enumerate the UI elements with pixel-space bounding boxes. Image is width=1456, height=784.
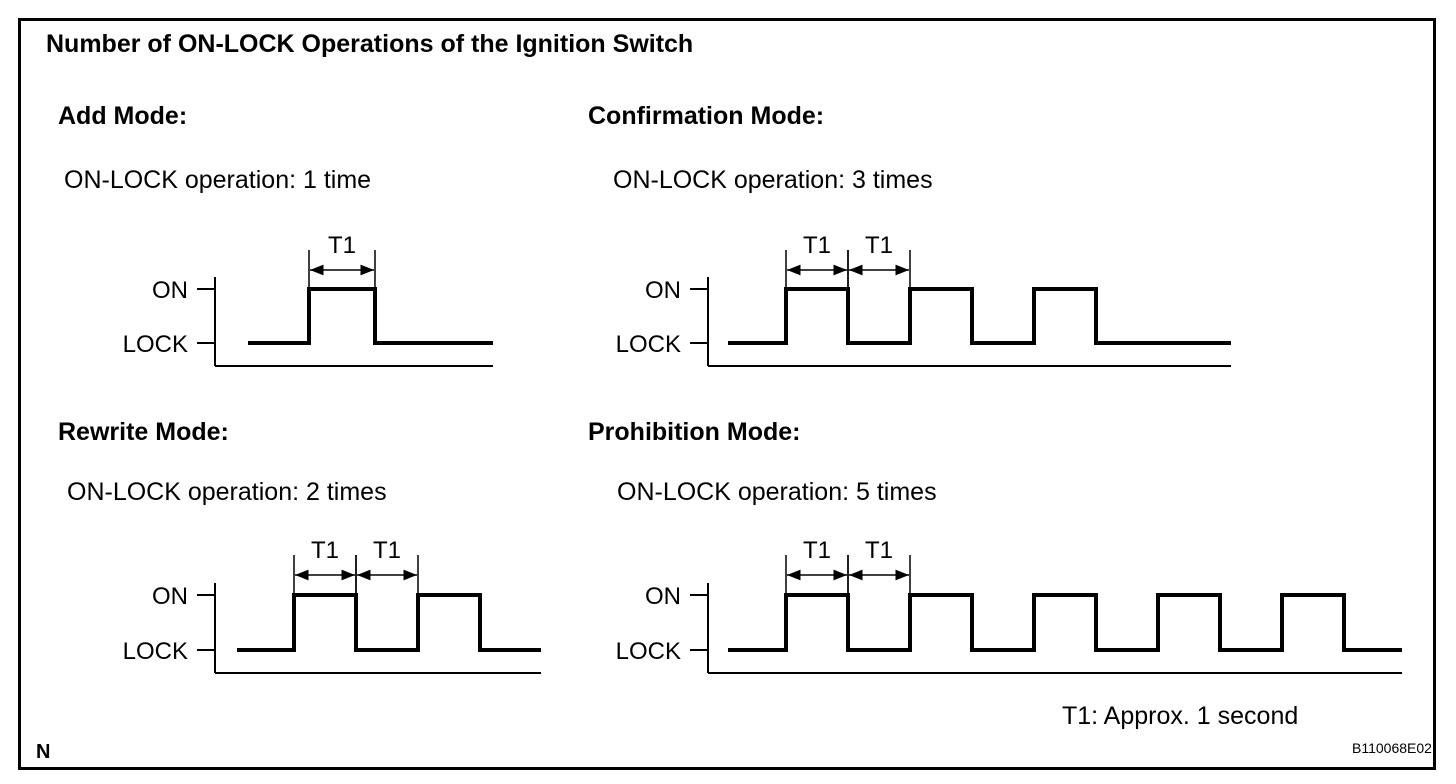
diagram-title: Number of ON-LOCK Operations of the Igni… — [46, 30, 694, 58]
prohibition-mode-title: Prohibition Mode: — [588, 418, 801, 446]
add-t1-label-0: T1 — [328, 232, 356, 259]
diagram-frame — [18, 18, 1436, 770]
confirmation-mode-title: Confirmation Mode: — [588, 102, 825, 130]
corner-mark: N — [36, 741, 51, 763]
rewrite-waveform — [237, 593, 541, 652]
confirmation-on-label: ON — [645, 277, 681, 304]
reference-code: B110068E02 — [1352, 740, 1432, 756]
add-on-label: ON — [152, 277, 188, 304]
confirmation-t1-label-1: T1 — [865, 232, 893, 259]
add-mode-title: Add Mode: — [58, 102, 188, 130]
rewrite-lock-label: LOCK — [123, 638, 188, 665]
add-waveform — [248, 287, 493, 345]
rewrite-mode-operation: ON-LOCK operation: 2 times — [67, 478, 387, 506]
confirmation-mode-operation: ON-LOCK operation: 3 times — [613, 166, 933, 194]
prohibition-lock-label: LOCK — [616, 638, 681, 665]
confirmation-waveform — [728, 287, 1231, 345]
rewrite-t1-label-1: T1 — [373, 537, 401, 564]
confirmation-t1-label-0: T1 — [803, 232, 831, 259]
rewrite-on-label: ON — [152, 583, 188, 610]
rewrite-t1-label-0: T1 — [311, 537, 339, 564]
prohibition-t1-label-1: T1 — [865, 537, 893, 564]
add-lock-label: LOCK — [123, 331, 188, 358]
add-mode-operation: ON-LOCK operation: 1 time — [64, 166, 372, 194]
confirmation-lock-label: LOCK — [616, 331, 681, 358]
t1-note: T1: Approx. 1 second — [1062, 702, 1299, 730]
prohibition-t1-label-0: T1 — [803, 537, 831, 564]
rewrite-mode-title: Rewrite Mode: — [58, 418, 229, 446]
prohibition-on-label: ON — [645, 583, 681, 610]
prohibition-mode-operation: ON-LOCK operation: 5 times — [617, 478, 937, 506]
prohibition-waveform — [728, 593, 1402, 652]
